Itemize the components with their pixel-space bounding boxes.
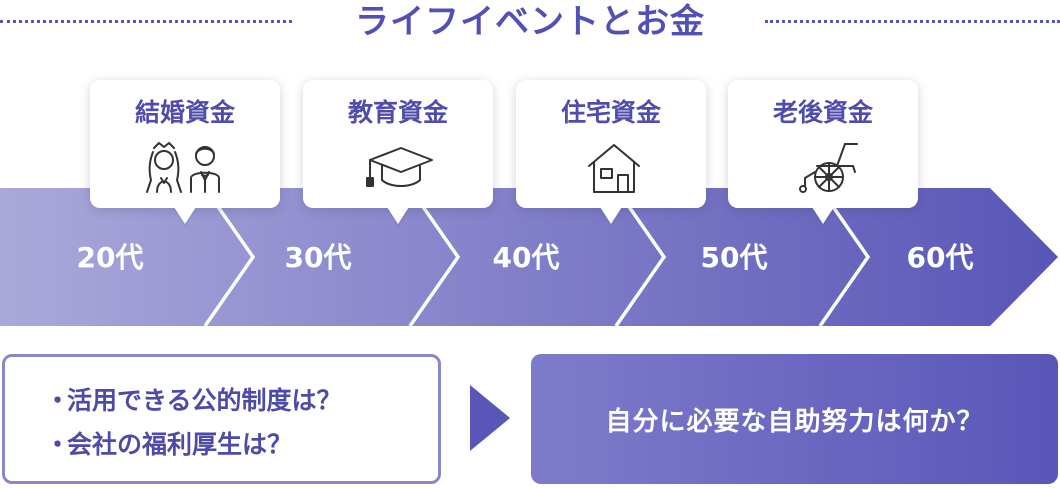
conclusion-text: 自分に必要な自助努力は何か？: [605, 401, 983, 438]
bubble-tail: [600, 207, 622, 224]
age-label-50s: 50代: [674, 238, 794, 278]
question-item: ・活用できる公的制度は？: [45, 379, 342, 423]
questions-box: ・活用できる公的制度は？ ・会社の福利厚生は？: [2, 354, 441, 484]
age-label-40s: 40代: [466, 238, 586, 278]
question-text: 活用できる公的制度は？: [67, 386, 342, 415]
bullet: ・: [45, 379, 67, 423]
event-bubble-education: 教育資金: [303, 80, 493, 208]
bubble-tail: [387, 207, 409, 224]
graduation-cap-icon: [358, 142, 444, 194]
event-label: 住宅資金: [516, 96, 706, 130]
event-bubble-housing: 住宅資金: [516, 80, 706, 208]
event-bubble-retirement: 老後資金: [728, 80, 918, 208]
age-label-60s: 60代: [880, 238, 1000, 278]
bubble-tail: [812, 207, 834, 224]
event-bubble-wedding: 結婚資金: [90, 80, 280, 208]
age-label-30s: 30代: [258, 238, 378, 278]
arrow-right-icon: [468, 385, 512, 451]
conclusion-box: 自分に必要な自助努力は何か？: [531, 354, 1058, 484]
bubble-tail: [174, 207, 196, 224]
wheelchair-icon: [783, 142, 869, 194]
age-label-20s: 20代: [50, 238, 170, 278]
question-text: 会社の福利厚生は？: [67, 430, 292, 459]
event-label: 老後資金: [728, 96, 918, 130]
wedding-couple-icon: [145, 142, 231, 194]
house-icon: [571, 142, 657, 194]
bullet: ・: [45, 423, 67, 467]
questions-list: ・活用できる公的制度は？ ・会社の福利厚生は？: [45, 379, 342, 467]
event-label: 教育資金: [303, 96, 493, 130]
event-label: 結婚資金: [90, 96, 280, 130]
question-item: ・会社の福利厚生は？: [45, 423, 342, 467]
